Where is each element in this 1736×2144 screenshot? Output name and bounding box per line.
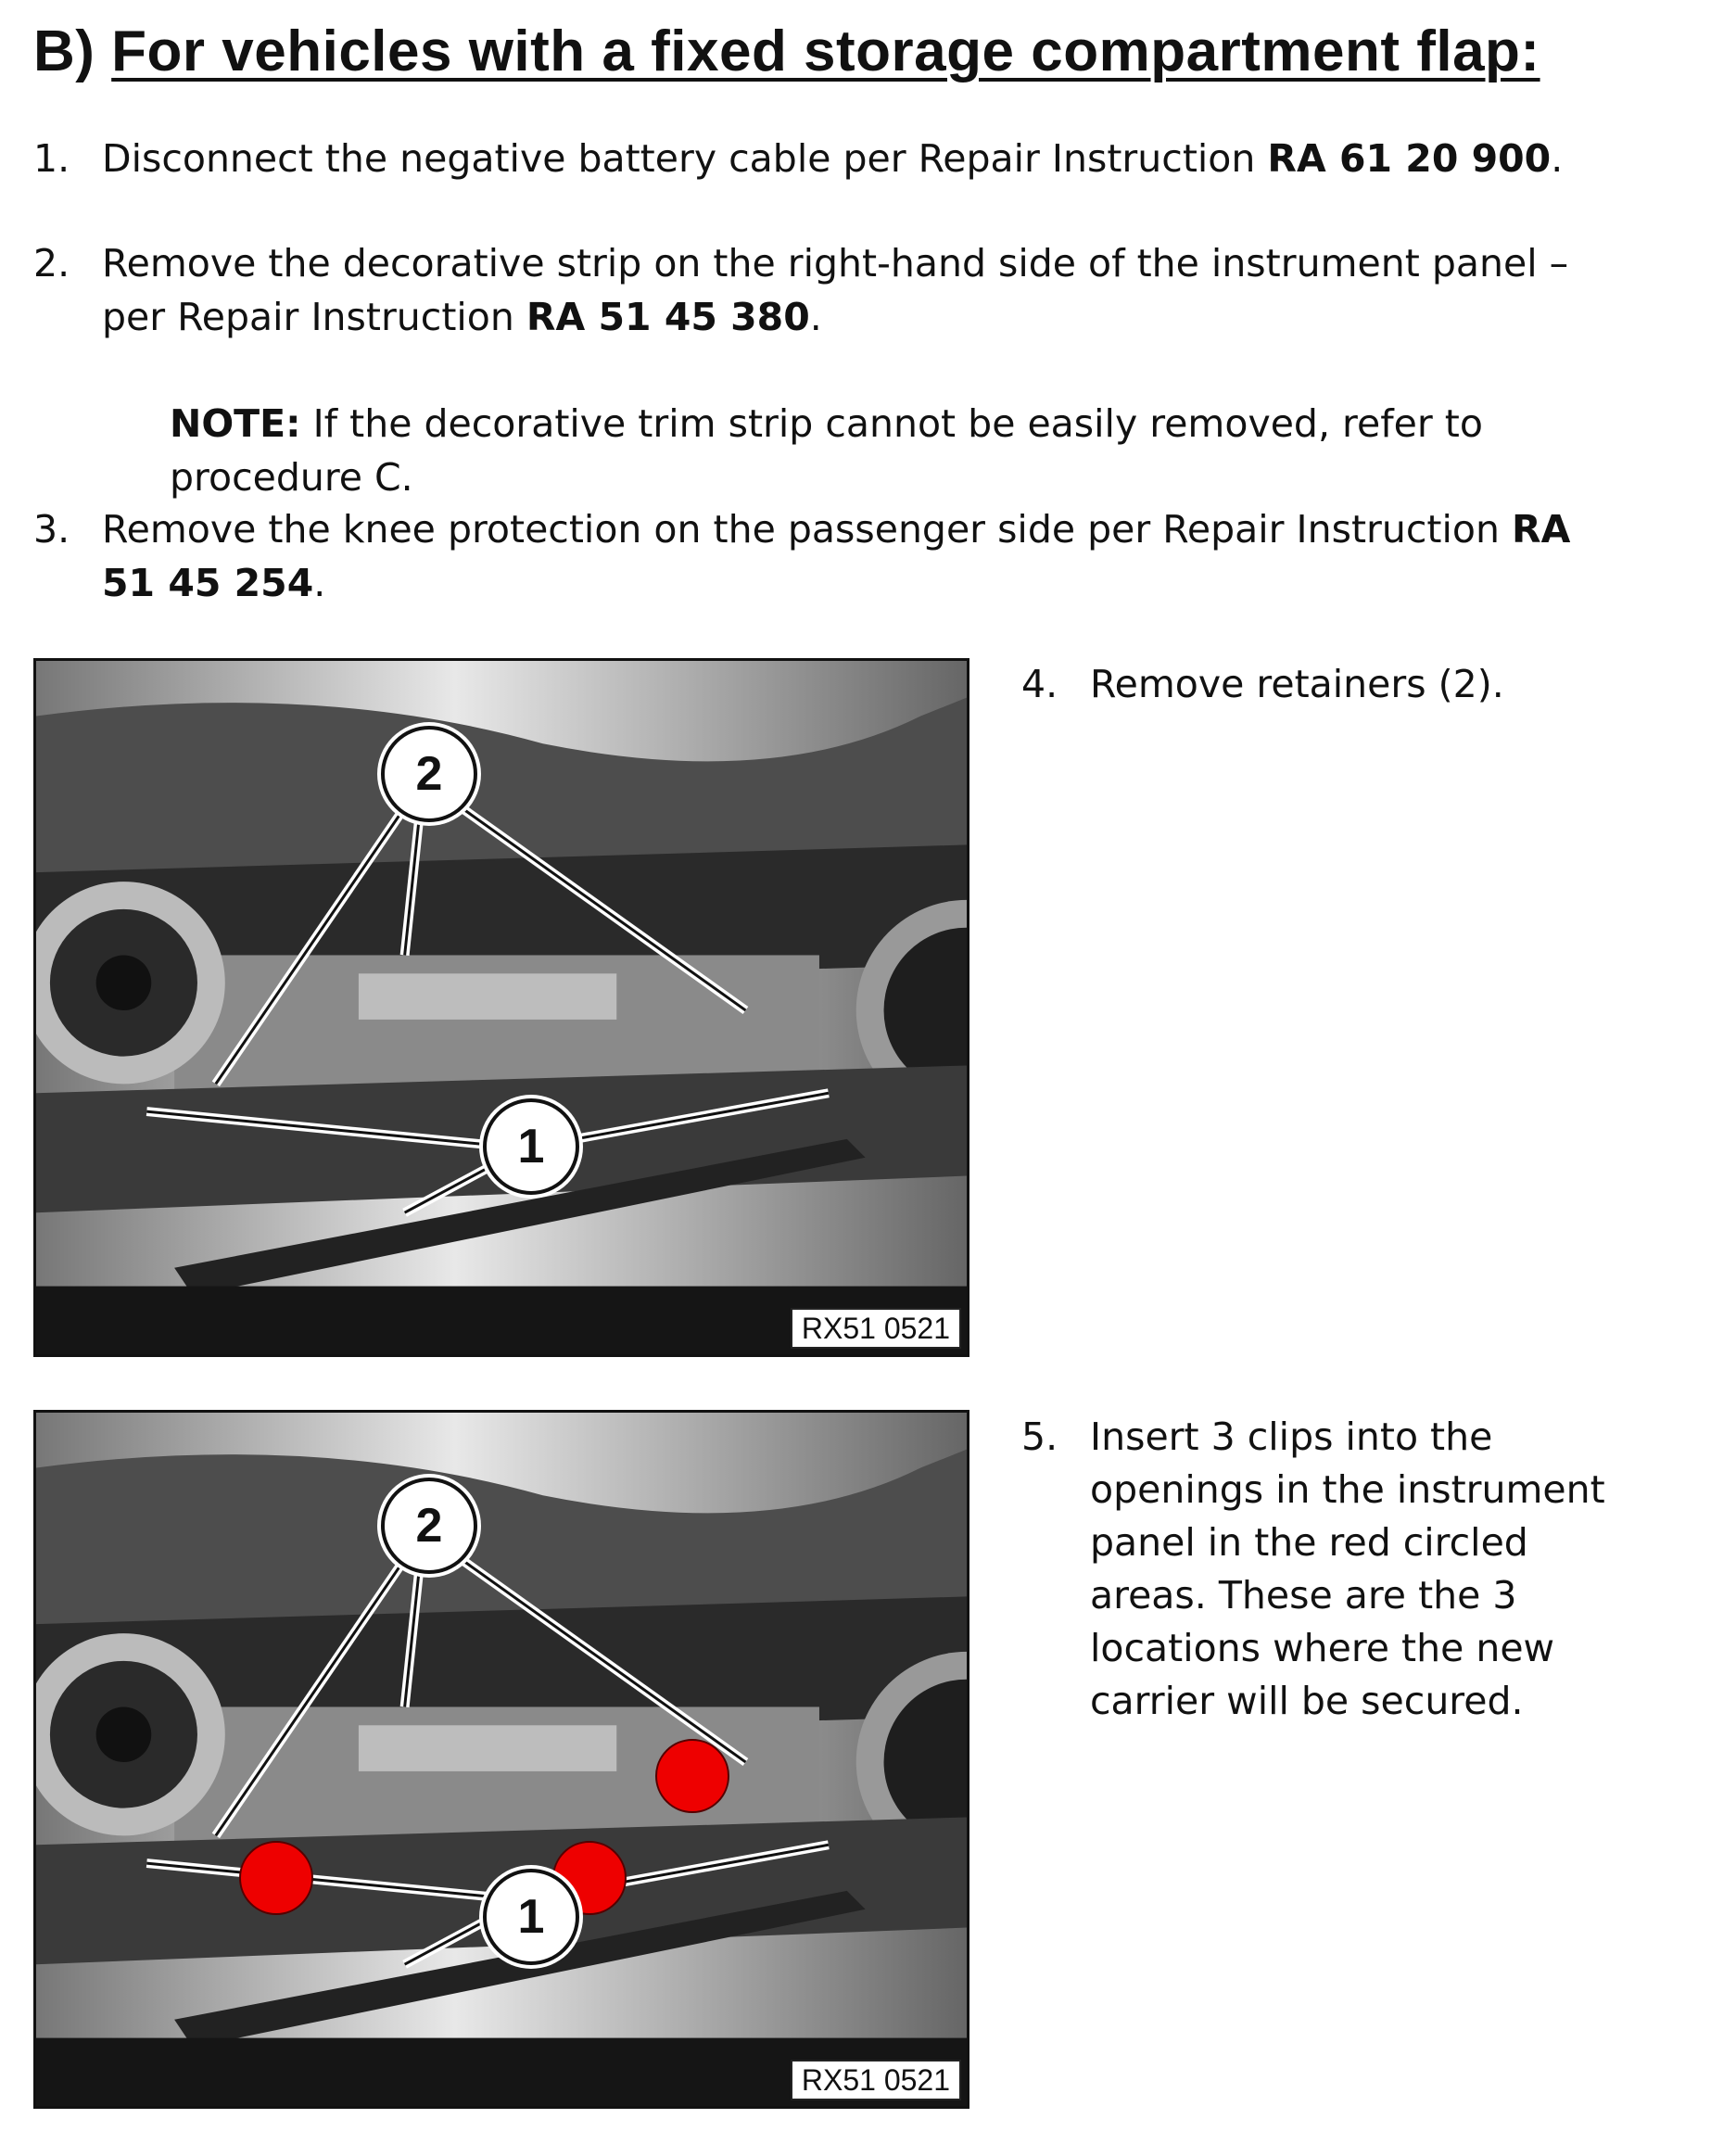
dashboard-photo xyxy=(36,661,967,1354)
repair-ref: RA 51 45 380 xyxy=(526,295,810,339)
callout-1: 1 xyxy=(483,1098,579,1195)
repair-ref: 51 45 254 xyxy=(102,561,314,605)
repair-ref: RA xyxy=(1512,507,1571,552)
clip-location-marker xyxy=(239,1841,313,1915)
section-title: For vehicles with a fixed storage compar… xyxy=(111,19,1540,83)
callout-2: 2 xyxy=(381,1478,477,1574)
section-prefix: B) xyxy=(33,19,112,83)
repair-ref: RA 61 20 900 xyxy=(1267,136,1552,181)
step-number: 5. xyxy=(1021,1415,1058,1459)
dashboard-photo xyxy=(36,1413,967,2106)
step-text: Insert 3 clips into the openings in the … xyxy=(1090,1415,1605,1723)
clip-location-marker xyxy=(655,1739,729,1813)
step-text: Disconnect the negative battery cable pe… xyxy=(102,136,1564,181)
note-label: NOTE: xyxy=(170,401,301,446)
step-text: Remove the decorative strip on the right… xyxy=(102,241,1569,339)
figure-label: RX51 0521 xyxy=(790,2060,961,2100)
callout-2: 2 xyxy=(381,726,477,822)
figure-label: RX51 0521 xyxy=(790,1308,961,1349)
figure-retainers: 2 1 RX51 0521 xyxy=(33,658,969,1357)
callout-1: 1 xyxy=(483,1869,579,1965)
figure-clip-locations: 2 1 RX51 0521 xyxy=(33,1410,969,2109)
step-text: Remove retainers (2). xyxy=(1090,662,1504,706)
note-block: NOTE: If the decorative trim strip canno… xyxy=(170,401,1483,500)
step-number: 4. xyxy=(1021,662,1058,706)
step-number: 2. xyxy=(33,241,70,285)
section-heading: B) For vehicles with a fixed storage com… xyxy=(33,19,1540,84)
step-number: 3. xyxy=(33,507,70,552)
step-text: Remove the knee protection on the passen… xyxy=(102,507,1571,605)
step-number: 1. xyxy=(33,136,70,181)
